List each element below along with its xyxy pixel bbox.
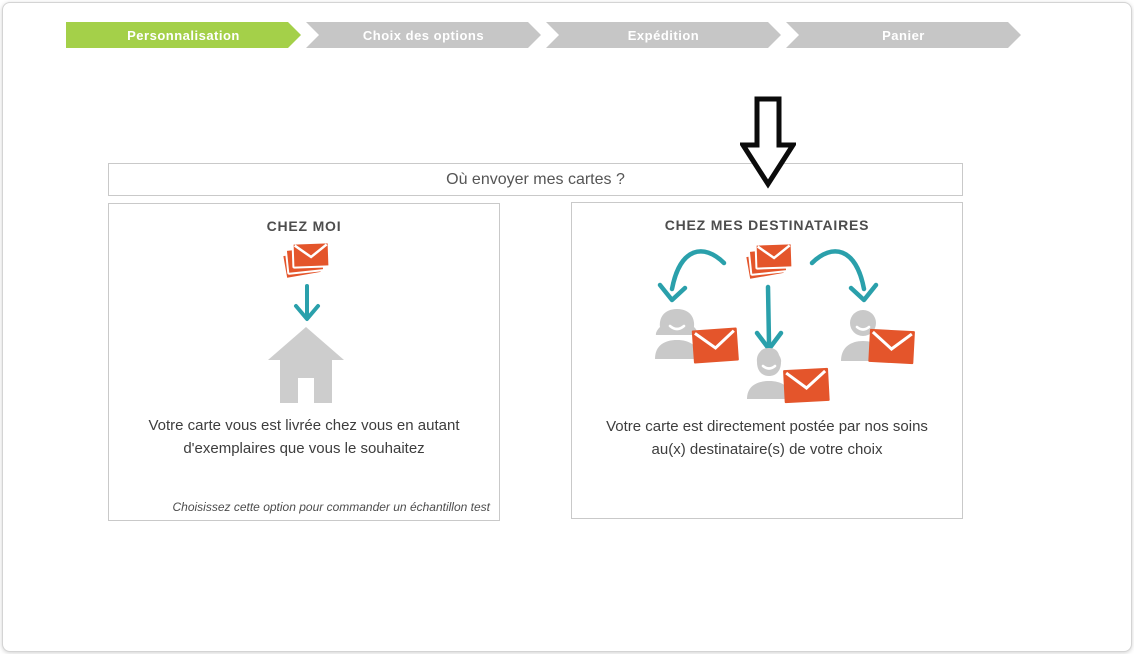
envelope-icon (782, 367, 831, 409)
option-description: Votre carte est directement postée par n… (606, 418, 928, 459)
option-title: CHEZ MES DESTINATAIRES (664, 217, 870, 233)
step-label: Choix des options (362, 27, 485, 43)
person-child-icon (739, 347, 799, 404)
option-description: Votre carte vous est livrée chez vous en… (148, 417, 460, 458)
option-chez-mes-destinataires[interactable]: CHEZ MES DESTINATAIRES (571, 202, 963, 519)
person-female-icon (647, 307, 707, 364)
step-expedition[interactable]: Expédition (546, 22, 781, 48)
step-label: Panier (882, 27, 925, 43)
step-panier[interactable]: Panier (786, 22, 1021, 48)
house-icon (267, 325, 345, 410)
step-choix-des-options[interactable]: Choix des options (306, 22, 541, 48)
option-title: CHEZ MOI (266, 218, 342, 234)
sample-option-note: Choisissez cette option pour commander u… (172, 500, 490, 514)
envelope-stack-icon (744, 241, 795, 290)
question-title: Où envoyer mes cartes ? (446, 170, 625, 188)
option-chez-moi[interactable]: CHEZ MOI (108, 203, 500, 521)
envelope-icon (691, 326, 741, 369)
envelope-icon (867, 328, 916, 370)
attention-down-arrow-icon (738, 96, 798, 194)
envelope-stack-icon (281, 240, 332, 289)
down-arrow-icon (290, 284, 324, 329)
step-personnalisation[interactable]: Personnalisation (66, 22, 301, 48)
question-header: Où envoyer mes cartes ? (108, 163, 963, 196)
breadcrumb: Personnalisation Choix des options Expéd… (66, 22, 1021, 48)
step-label: Expédition (627, 27, 700, 43)
step-label: Personnalisation (127, 27, 240, 43)
